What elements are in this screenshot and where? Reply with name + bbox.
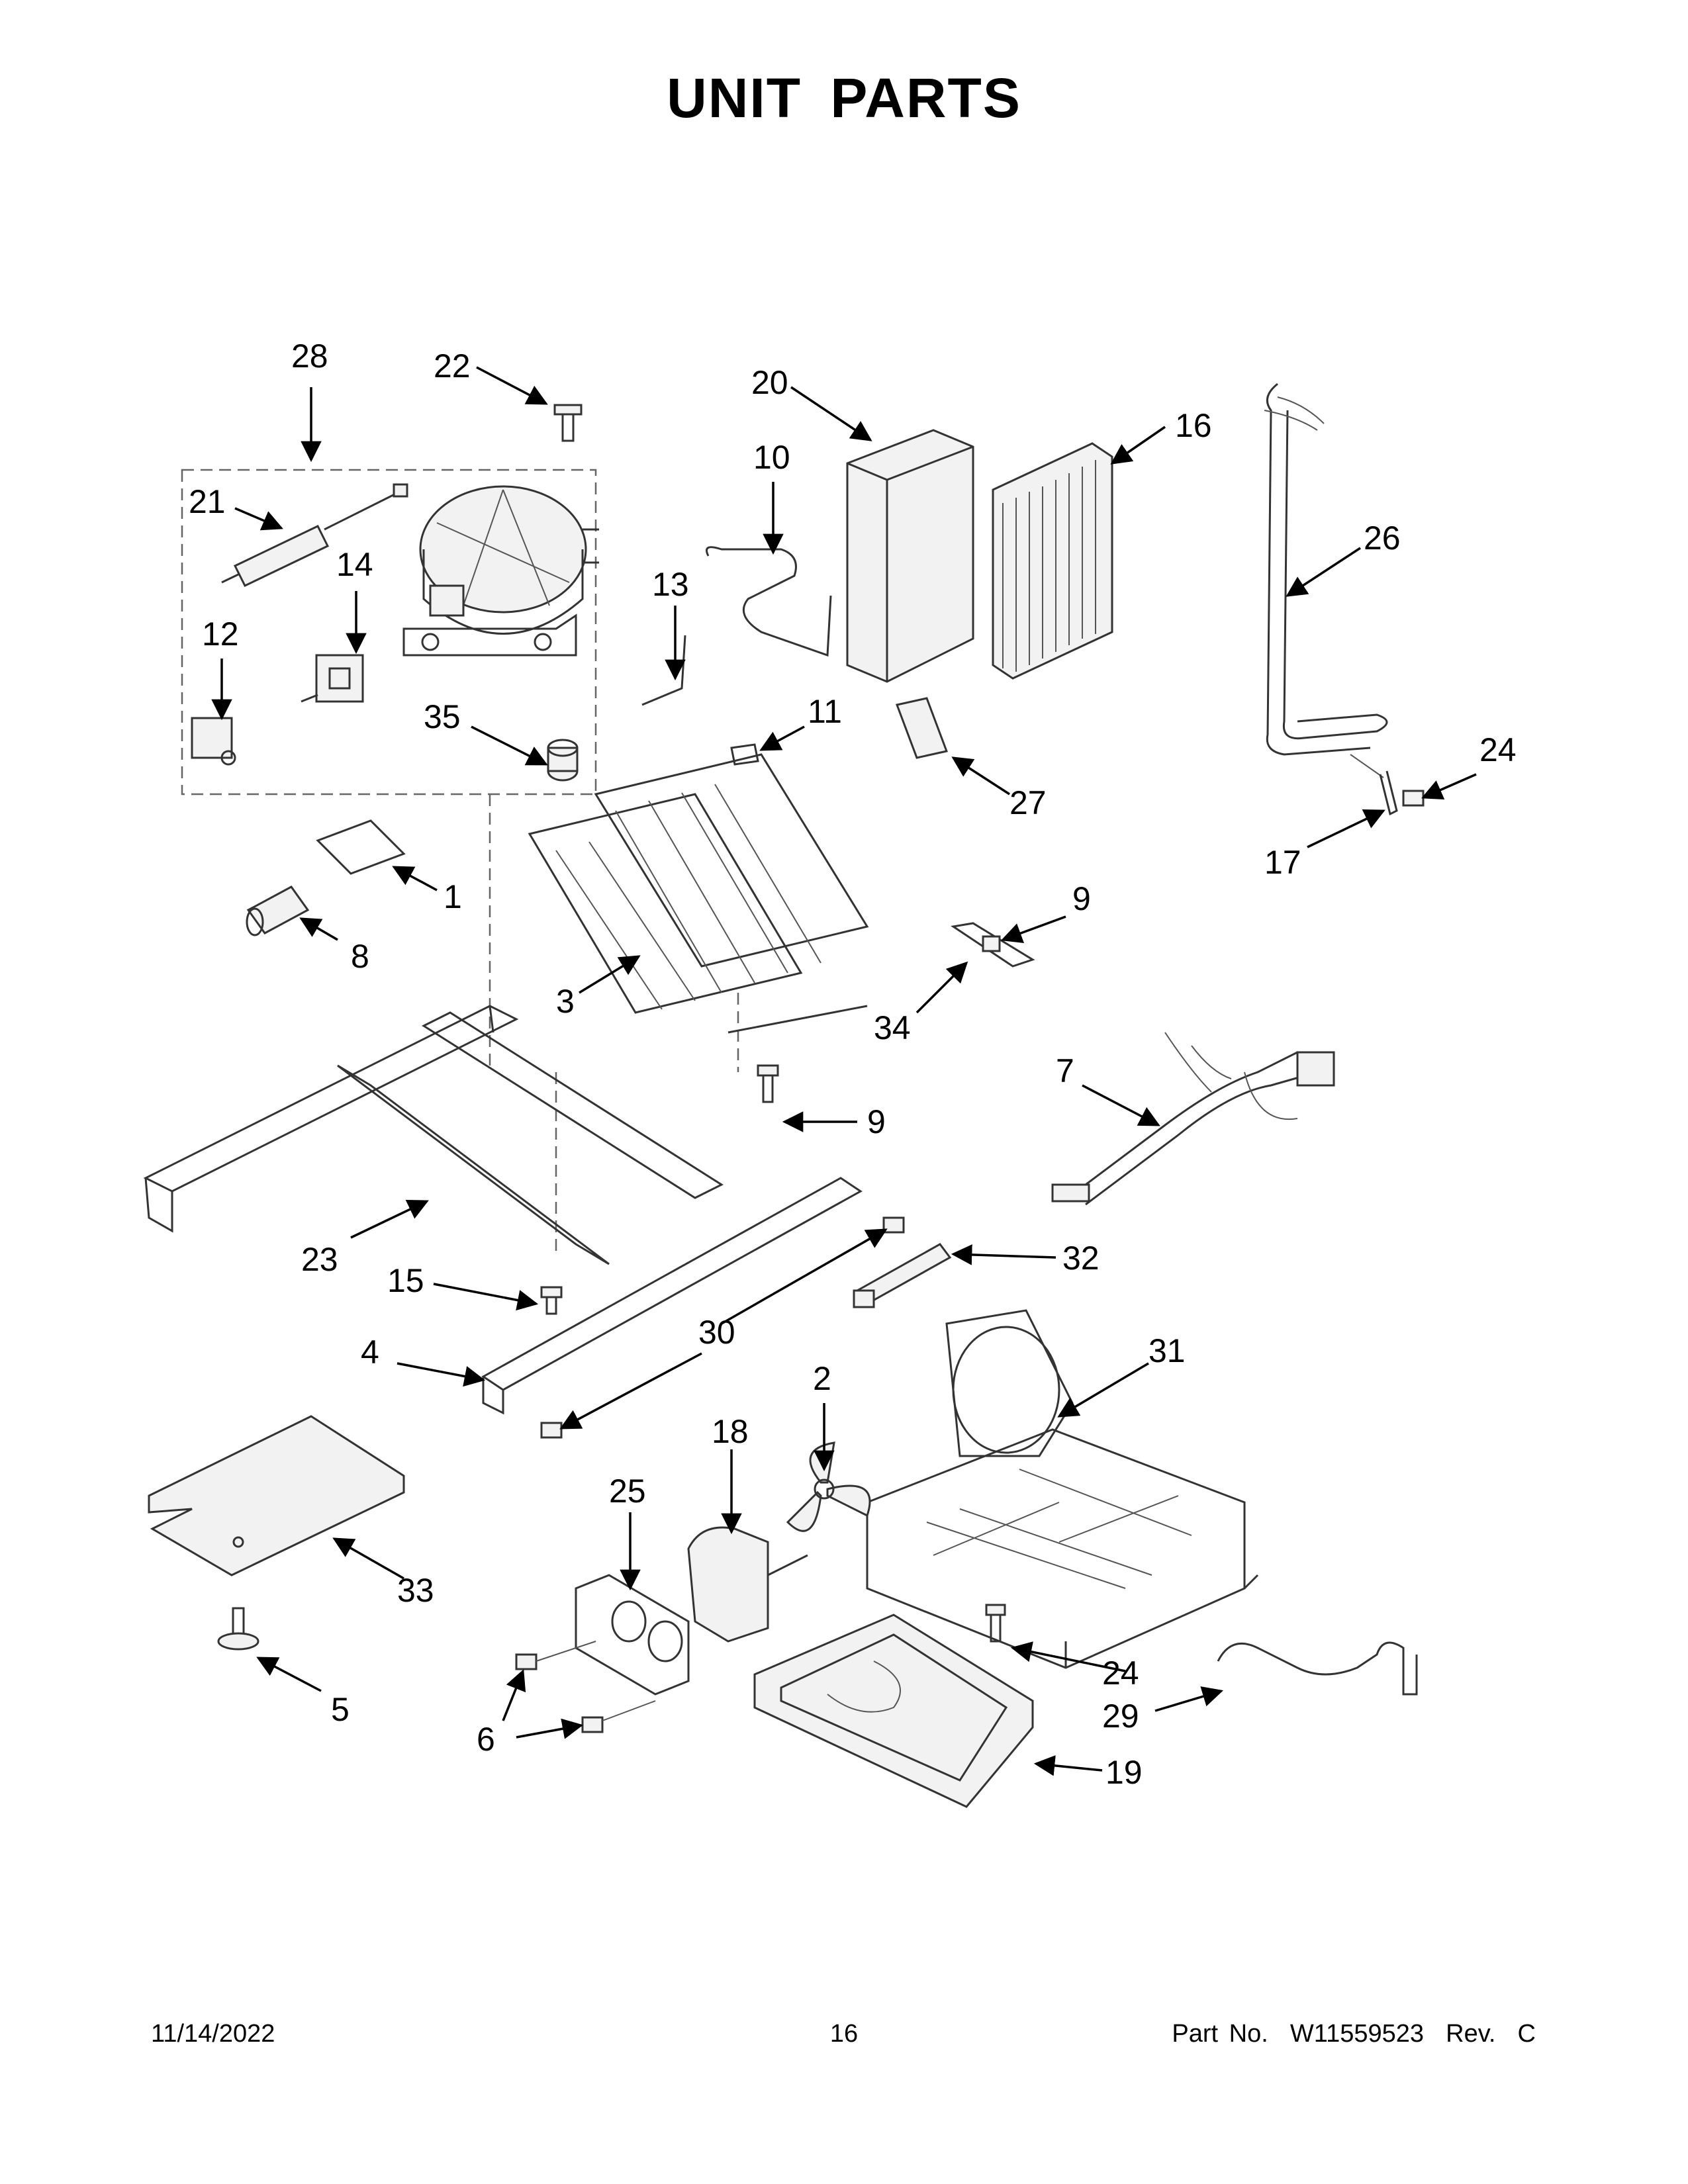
callout-26: 26 (1364, 520, 1401, 557)
callout-4: 4 (361, 1334, 379, 1371)
callout-12: 12 (202, 615, 239, 653)
callout-24-lower: 24 (1102, 1655, 1139, 1692)
part-8-drawing (246, 886, 310, 936)
part-33-drawing (148, 1415, 405, 1576)
part-30-drawing-upper (882, 1216, 905, 1234)
callout-13: 13 (652, 566, 689, 603)
footer-date: 11/14/2022 (151, 2020, 275, 2048)
callout-11: 11 (808, 693, 842, 730)
part-10-drawing (706, 546, 832, 657)
callout-22: 22 (434, 347, 471, 385)
callout-9-upper: 9 (1072, 880, 1091, 917)
part-5-drawing (217, 1607, 259, 1651)
part-30-drawing-lower (540, 1422, 563, 1439)
part-1-drawing (316, 819, 406, 875)
callout-5: 5 (331, 1691, 350, 1728)
part-6-drawing-lower (581, 1716, 604, 1733)
part-24a-drawing (1402, 790, 1425, 807)
callout-9-lower: 9 (867, 1103, 886, 1140)
part-23-drawing (143, 1005, 724, 1265)
callout-16: 16 (1175, 407, 1212, 444)
callout-27: 27 (1009, 784, 1047, 821)
compressor-kit-outline (181, 469, 597, 796)
part-16-drawing (992, 442, 1113, 680)
part-32-drawing (853, 1243, 952, 1308)
callout-15: 15 (387, 1262, 424, 1299)
callout-8: 8 (351, 938, 369, 975)
part-9b-drawing (757, 1064, 779, 1103)
part-22-drawing (553, 404, 583, 442)
part-12-drawing (191, 717, 236, 766)
callout-7: 7 (1056, 1052, 1074, 1089)
callout-14: 14 (336, 546, 373, 583)
callout-33: 33 (397, 1572, 434, 1609)
callout-3: 3 (556, 983, 575, 1020)
callout-6: 6 (477, 1721, 495, 1758)
callout-labels: 28 22 20 16 10 21 14 13 26 12 11 35 27 2… (189, 338, 1517, 1791)
part-11-drawing (730, 743, 759, 766)
part-15-drawing (540, 1286, 563, 1315)
footer-part-number: Part No. W11559523 Rev. C (1172, 2020, 1536, 2048)
part-27-drawing (895, 697, 949, 759)
page-title: UNIT PARTS (667, 67, 1021, 129)
part-26-drawing (1264, 383, 1388, 778)
part-21-drawing (221, 483, 408, 587)
part-35-drawing (547, 739, 579, 782)
callout-2: 2 (813, 1360, 831, 1397)
footer-page-number: 16 (829, 2020, 859, 2048)
compressor-drawing (402, 485, 599, 657)
part-34-drawing (951, 922, 1035, 968)
part-19-drawing (753, 1614, 1034, 1808)
callout-32: 32 (1062, 1240, 1100, 1277)
callout-25: 25 (609, 1473, 646, 1510)
part-7-drawing (1051, 1032, 1335, 1206)
callout-24-upper: 24 (1479, 731, 1517, 768)
callout-29: 29 (1102, 1698, 1139, 1735)
part-29-drawing (1217, 1641, 1418, 1696)
callout-1: 1 (444, 878, 462, 915)
leader-lines (211, 366, 1477, 1776)
part-17-drawing (1379, 770, 1398, 816)
callout-31: 31 (1149, 1332, 1186, 1369)
callout-19: 19 (1105, 1754, 1143, 1791)
callout-21: 21 (189, 483, 226, 520)
callout-28: 28 (291, 338, 328, 375)
callout-23: 23 (301, 1241, 338, 1278)
part-24b-drawing (985, 1604, 1006, 1643)
part-6-drawing-upper (515, 1653, 538, 1670)
part-9a-drawing (982, 935, 1001, 952)
callout-35: 35 (424, 698, 461, 735)
callout-20: 20 (751, 364, 788, 401)
part-14-drawing (301, 654, 364, 703)
part-13-drawing (641, 635, 686, 706)
part-2-drawing (786, 1441, 871, 1532)
callout-34: 34 (874, 1009, 911, 1046)
part-25-drawing (575, 1574, 690, 1696)
part-20-drawing (846, 429, 974, 683)
callout-10: 10 (753, 439, 790, 476)
part-4-drawing (481, 1177, 863, 1415)
part-18-drawing (687, 1526, 808, 1643)
part-3-drawing (528, 753, 869, 1034)
callout-30: 30 (698, 1314, 735, 1351)
callout-17: 17 (1264, 844, 1301, 881)
part-31-drawing (866, 1309, 1259, 1669)
callout-18: 18 (712, 1413, 749, 1450)
